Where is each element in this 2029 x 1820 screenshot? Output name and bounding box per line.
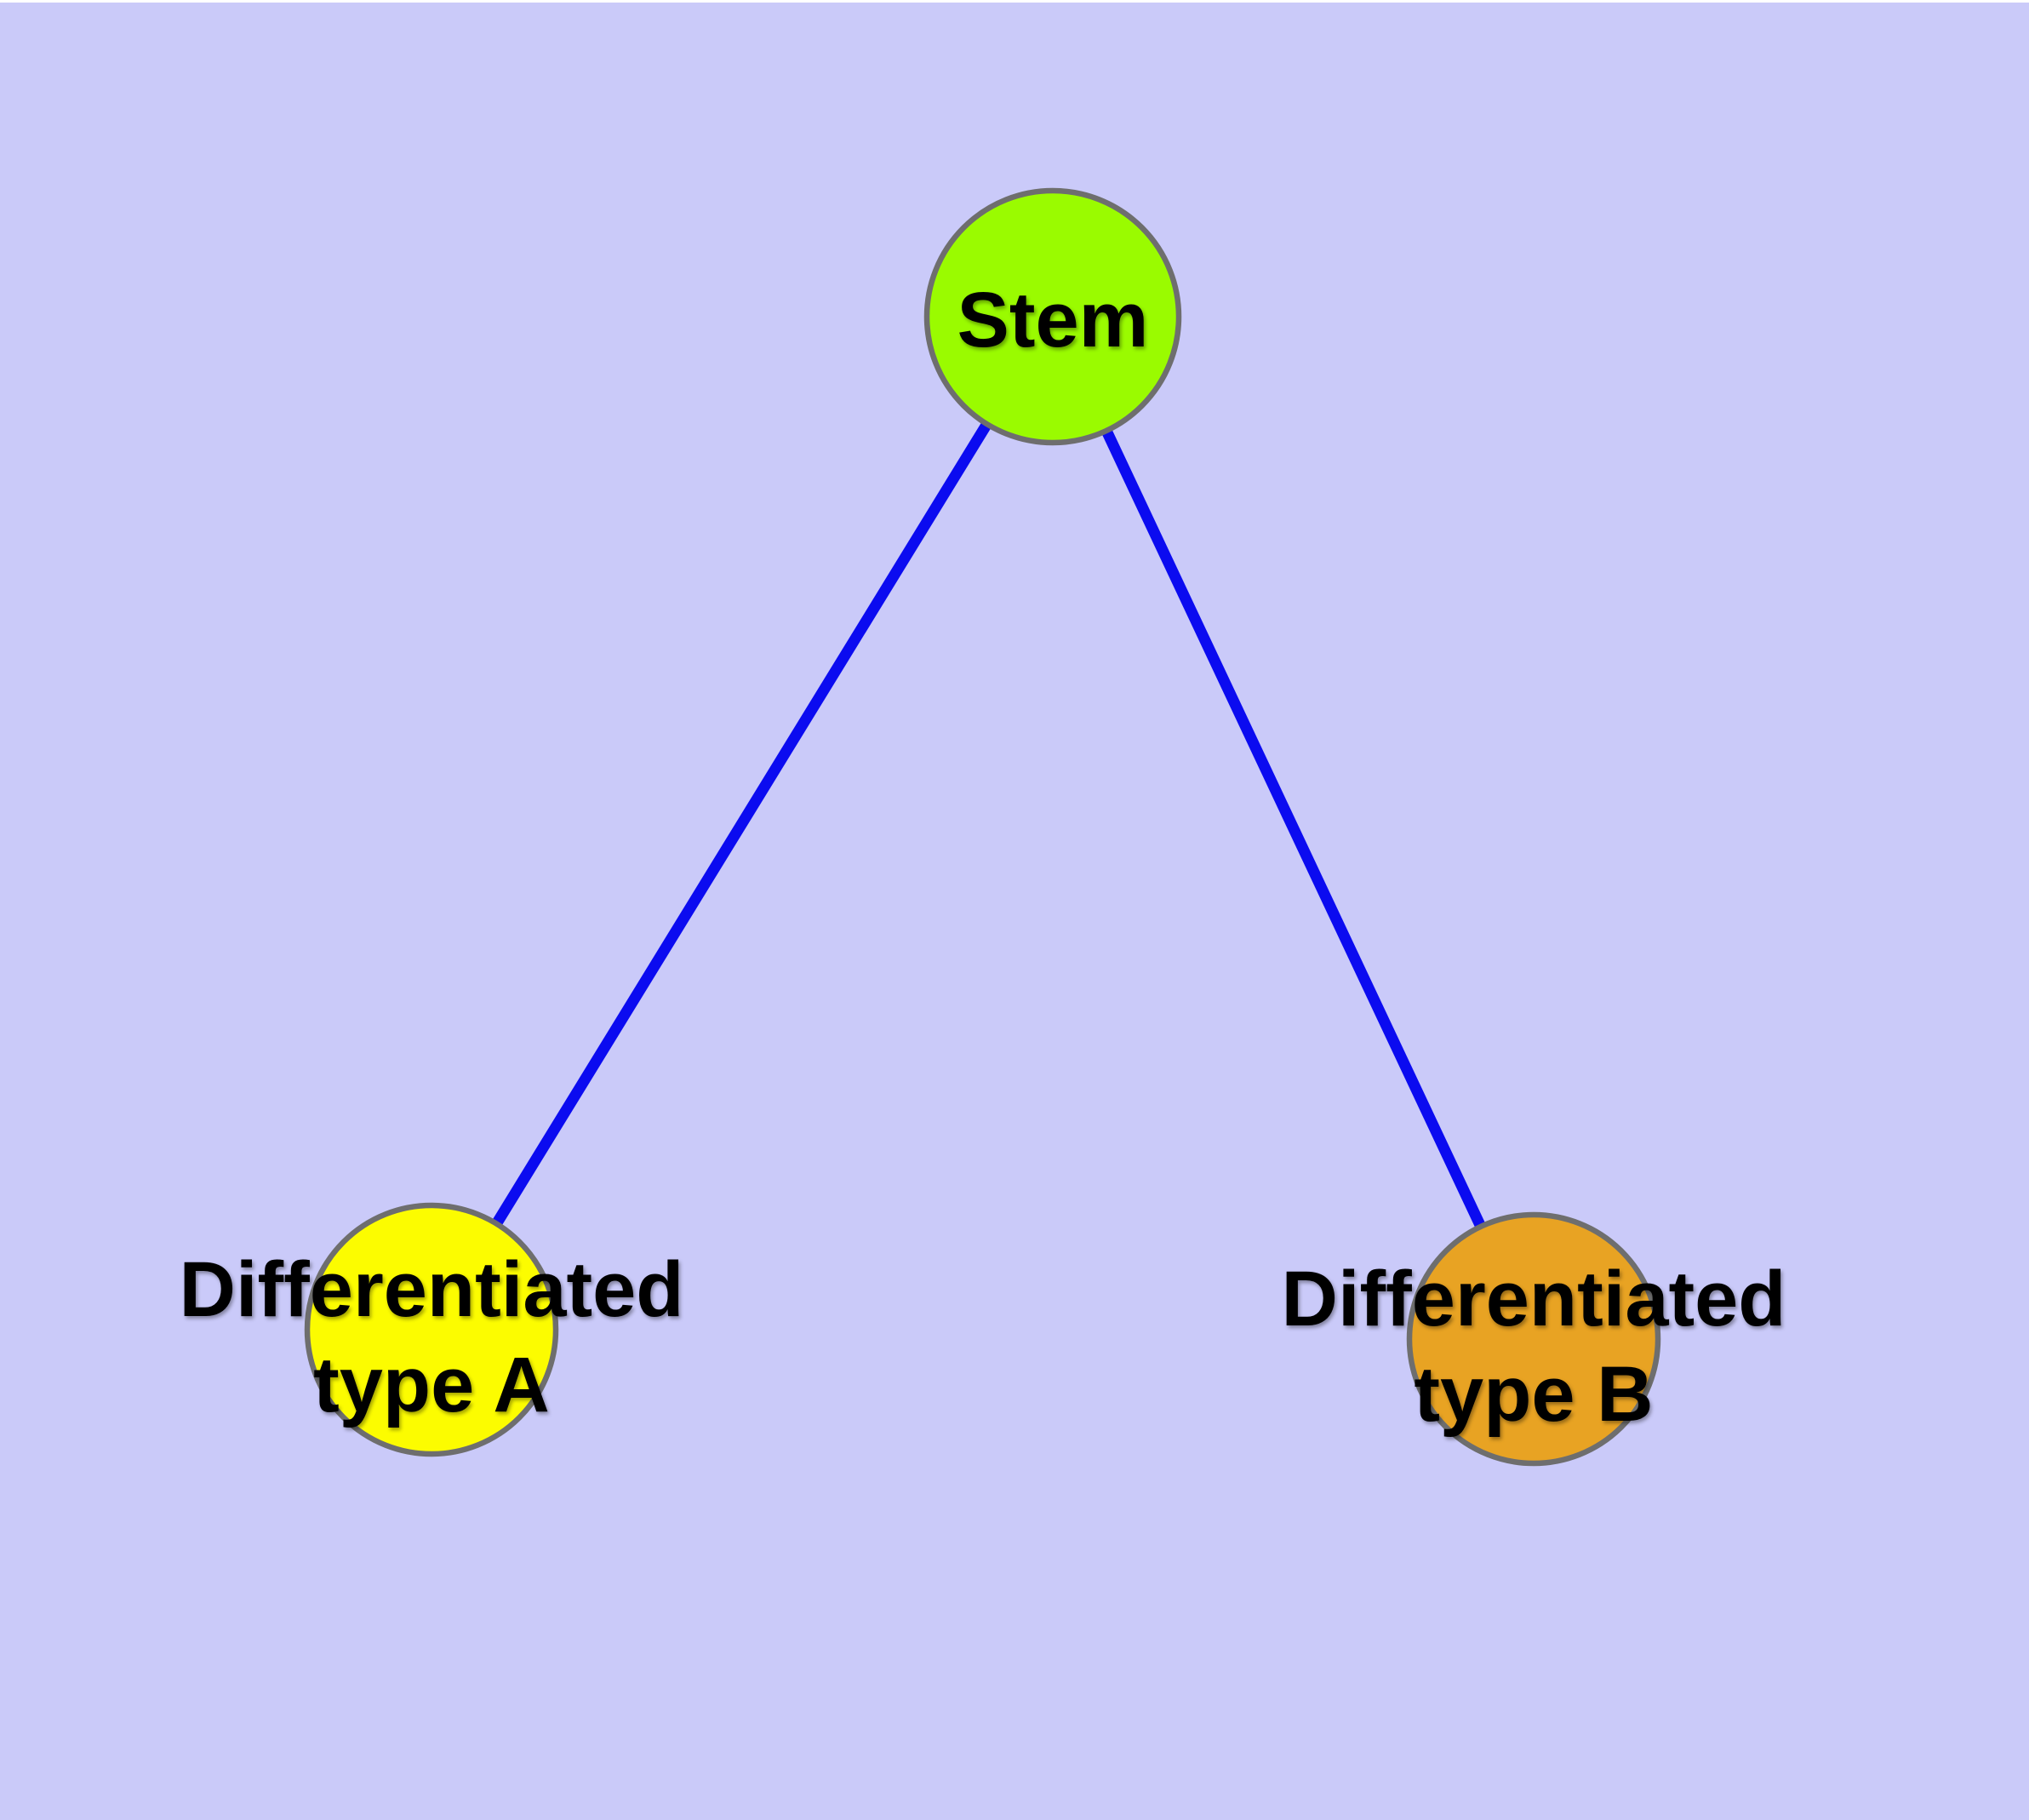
node-type-b[interactable]: Differentiated type B [1282, 1211, 1786, 1467]
edge-stem-type-a[interactable] [426, 313, 1058, 1333]
node-type-a[interactable]: Differentiated type A [180, 1202, 684, 1457]
node-label-line: type B [1414, 1351, 1653, 1438]
node-label-type-b: Differentiated type B [1282, 1256, 1786, 1438]
edge-stem-type-b[interactable] [1048, 314, 1539, 1342]
node-circle-type-b [1406, 1211, 1661, 1467]
node-label-stem: Stem [957, 277, 1149, 363]
node-label-type-a: Differentiated type A [180, 1246, 684, 1428]
node-label-line: type A [313, 1342, 550, 1428]
node-label-line: Stem [957, 277, 1149, 363]
node-stem[interactable]: Stem [923, 187, 1182, 446]
edges-layer [426, 313, 1539, 1342]
node-label-line: Differentiated [180, 1246, 684, 1333]
node-circle-type-a [304, 1202, 559, 1457]
node-label-line: Differentiated [1282, 1256, 1786, 1342]
node-circle-stem [923, 187, 1182, 446]
